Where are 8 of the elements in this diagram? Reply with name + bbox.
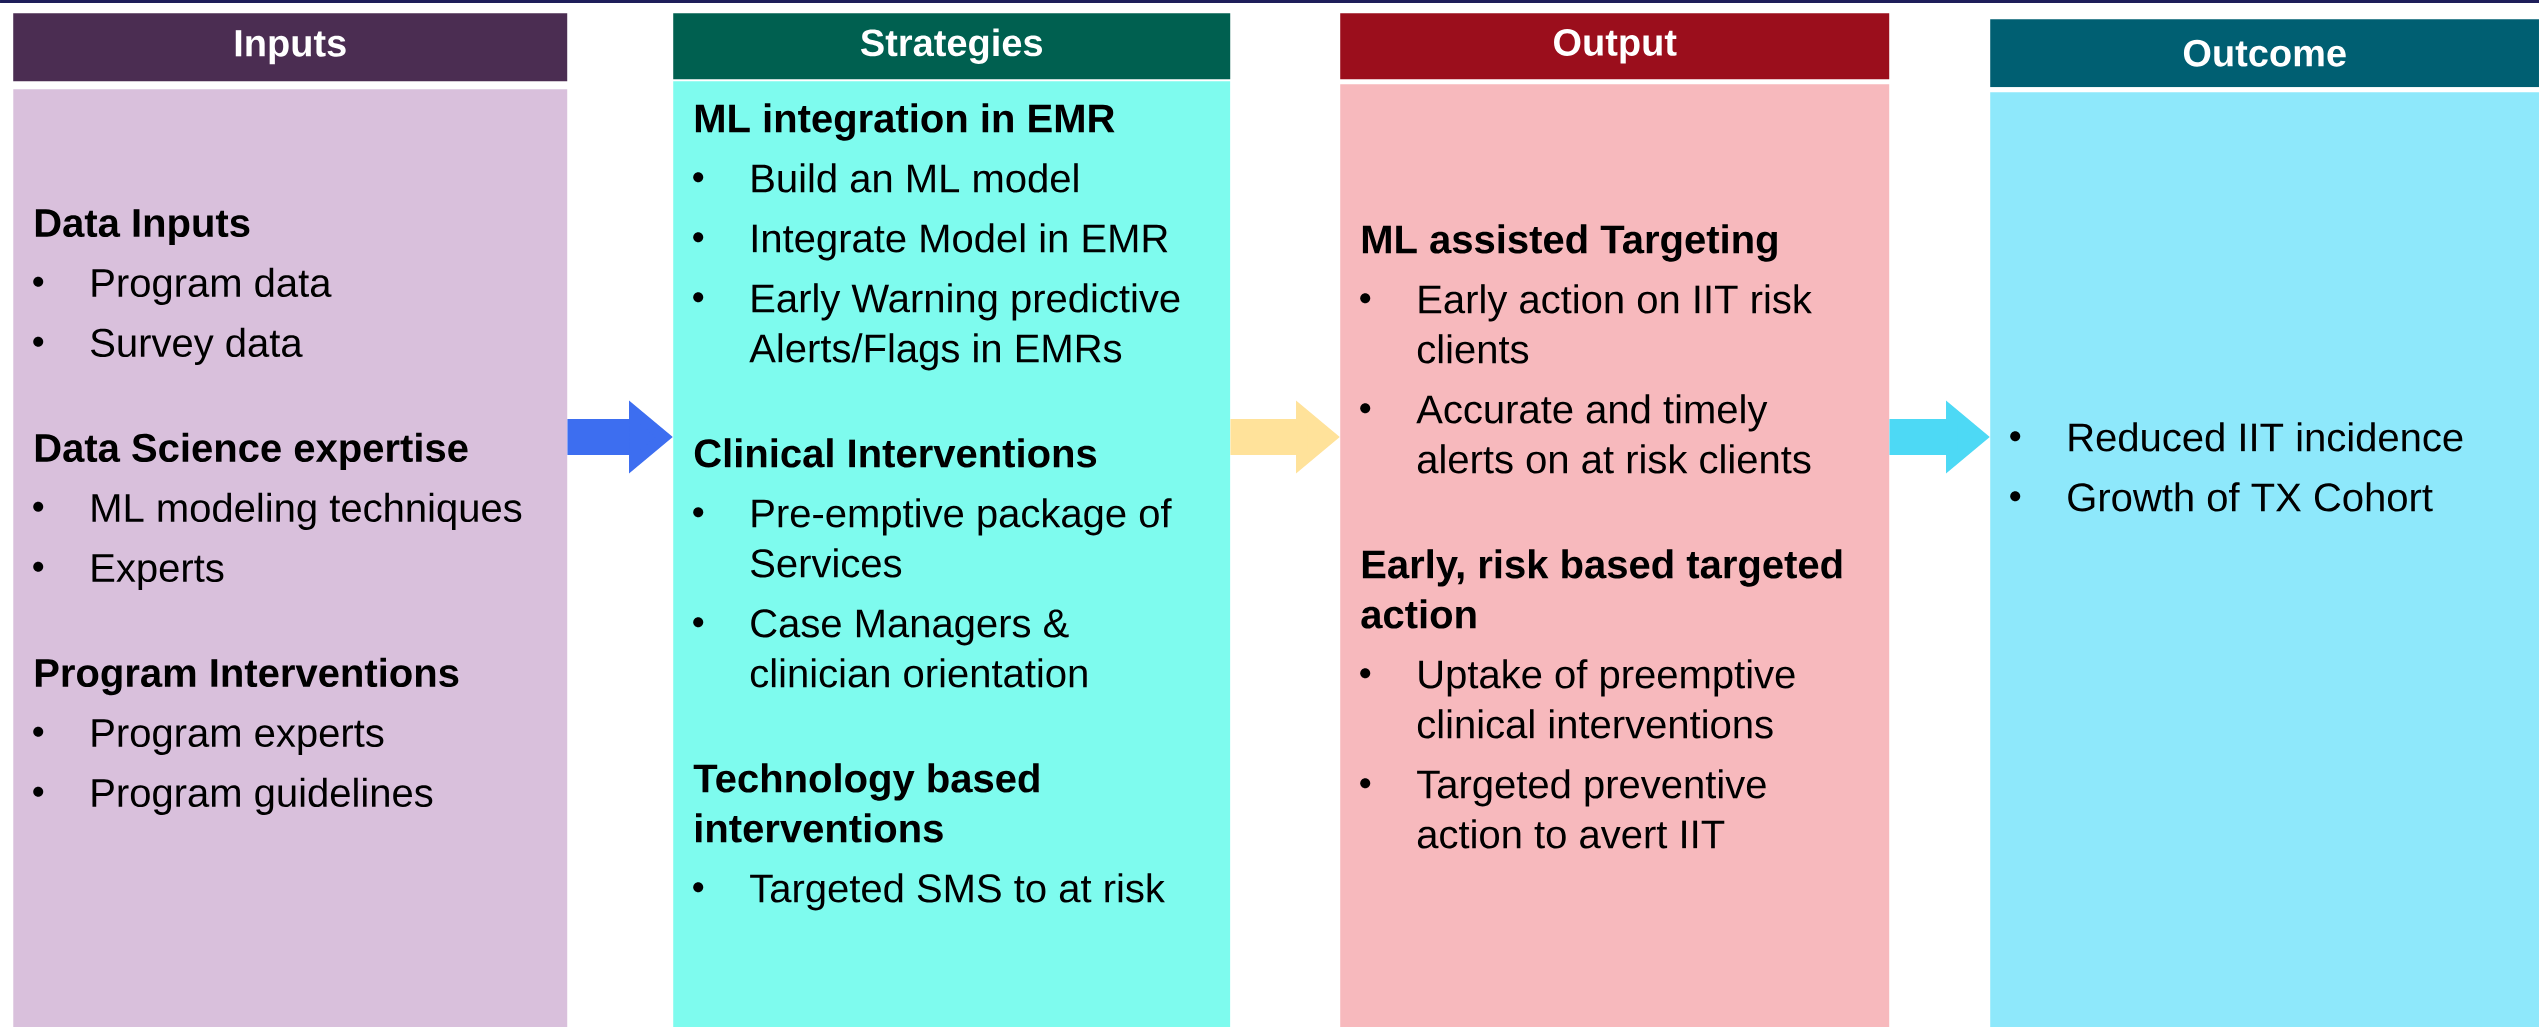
column-panel: Data Inputs Program data Survey data Data Science expertise ML modeling techniques Experts Program Interventions Program experts Program guidelines bbox=[13, 89, 568, 1027]
column-panel: ML integration in EMR Build an ML model Integrate Model in EMR Early Warning predictive Alerts/Flags in EMRs Clinical Interventions Pre-emptive package of Services Case Managers & clinician orientation Technology based interventions Targeted SMS to at risk bbox=[673, 81, 1231, 1027]
column-panel: Reduced IIT incidence Growth of TX Cohort bbox=[1990, 92, 2539, 1027]
header-box: Outcome bbox=[1990, 19, 2539, 88]
header-box: Output bbox=[1340, 13, 1890, 80]
column-panel: ML assisted Targeting Early action on IIT risk clients Accurate and timely alerts on at risk clients Early, risk based targeted action Uptake of preemptive clinical interventions Targeted preventive action to avert IIT bbox=[1340, 84, 1890, 1027]
header-box: Inputs bbox=[13, 13, 568, 82]
header-box: Strategies bbox=[673, 13, 1231, 80]
